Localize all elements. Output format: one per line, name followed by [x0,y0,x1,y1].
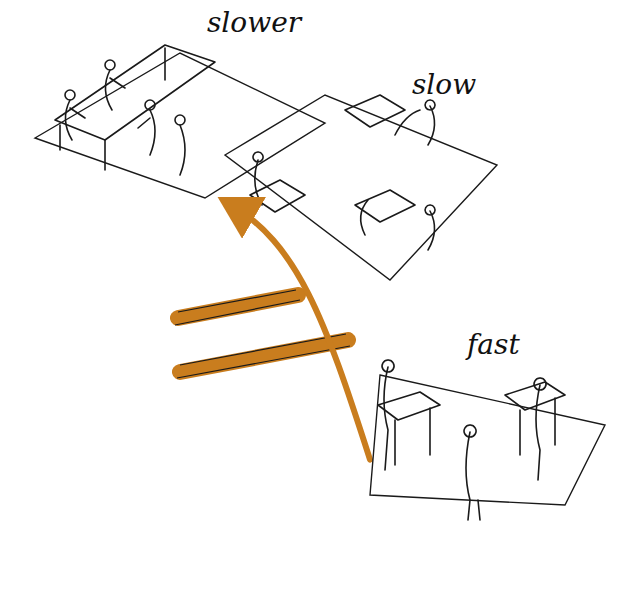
standing-person [534,378,546,480]
floor-outline [225,95,497,280]
long-table [55,45,215,140]
table-legs [395,408,430,465]
person-head [175,115,185,125]
zone-label: fast [465,330,522,361]
table-legs [520,398,555,455]
zone-floor [225,70,500,285]
person [395,100,435,145]
standing-person [464,425,480,520]
person [361,200,435,250]
person-head [65,90,75,100]
person-head [105,60,115,70]
hatch-outline [177,334,350,378]
zone-area: slower [30,8,330,203]
hatched-bar [178,295,298,318]
floor-outline [35,53,325,198]
person-body [105,70,125,110]
zone-label: slower [205,8,303,39]
person-head [145,100,155,110]
flow-arrow [228,203,370,460]
floor-outline [370,375,605,505]
person-body [138,110,155,155]
small-table [345,95,405,127]
hatch-outline [175,290,300,325]
zone-label: slow [410,70,478,101]
person-body [180,125,185,175]
person [253,152,263,205]
zone-area: slow [225,70,500,285]
person-body [65,100,85,140]
hatched-bar [180,340,348,372]
zone-area: fast [370,330,615,510]
